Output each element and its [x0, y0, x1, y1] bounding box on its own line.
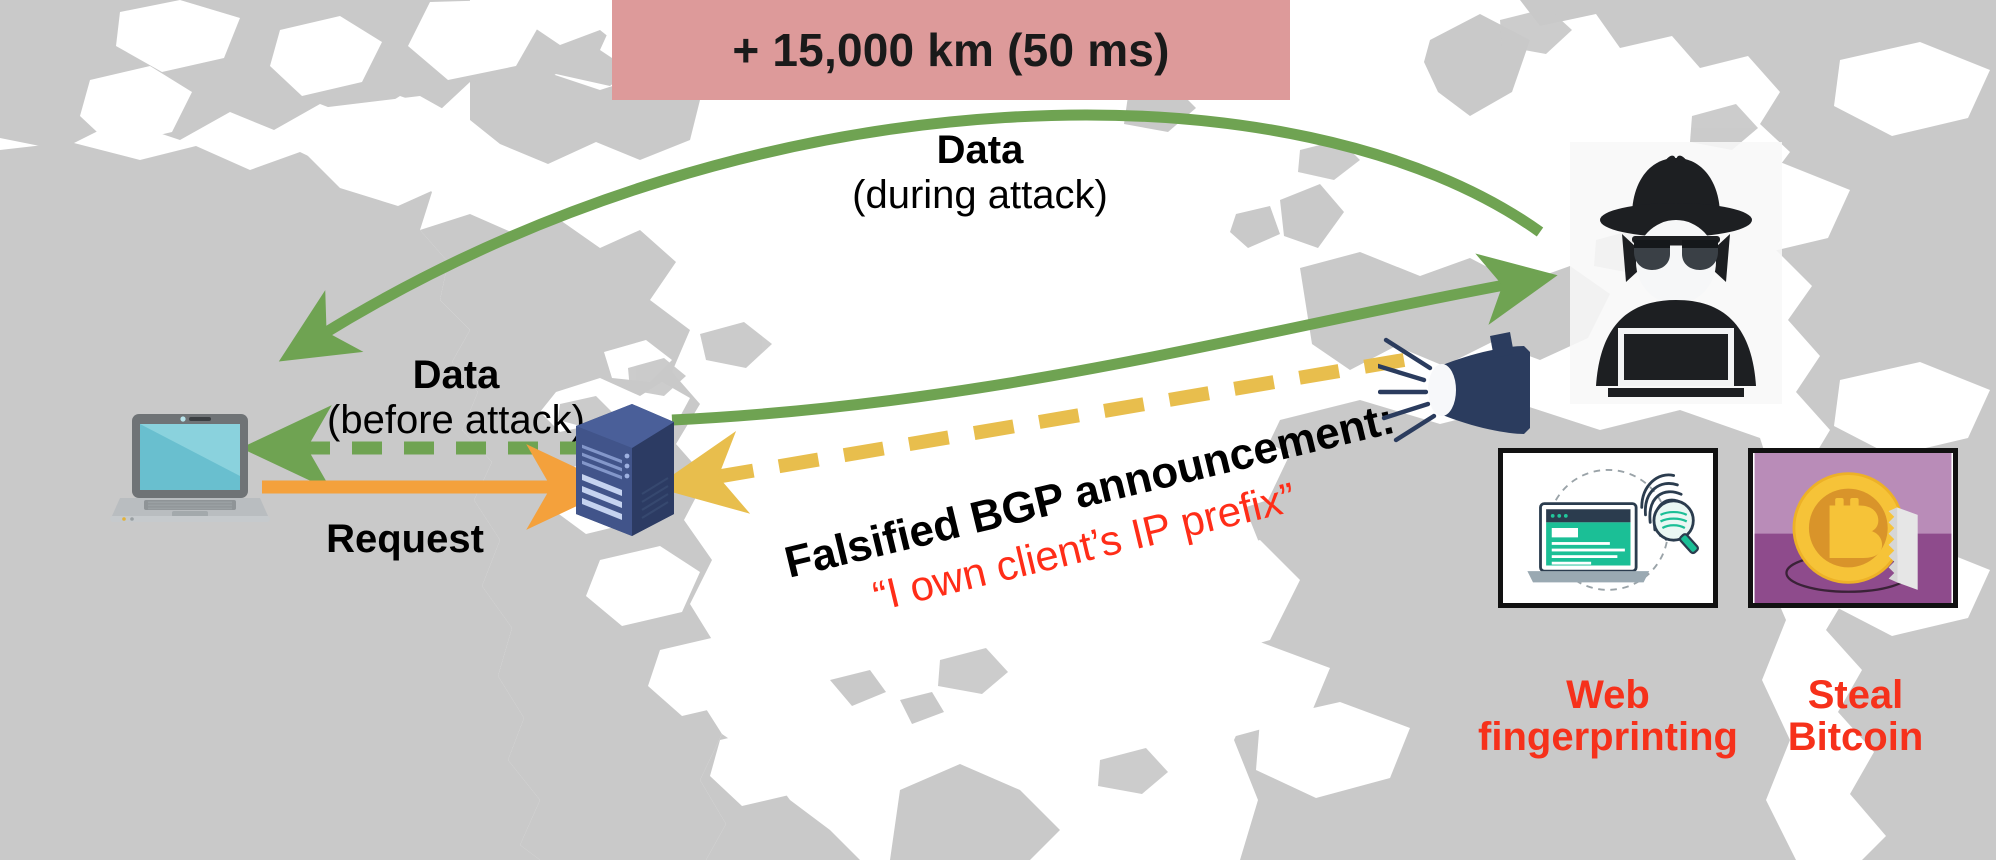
megaphone-icon — [1378, 332, 1530, 443]
caption-web-fingerprinting-text: Web fingerprinting — [1478, 673, 1738, 759]
label-data-during-attack-sub: (during attack) — [852, 172, 1108, 217]
megaphone — [1378, 330, 1538, 460]
flow-falsified-bgp-announcement — [654, 353, 1406, 514]
latency-banner: + 15,000 km (50 ms) — [612, 0, 1290, 100]
label-data-during-attack: Data (during attack) — [830, 128, 1130, 218]
thumb-steal-bitcoin — [1748, 448, 1958, 608]
thumb-web-fingerprinting — [1498, 448, 1718, 608]
laptop-icon — [110, 414, 270, 522]
hacker-icon — [1596, 155, 1756, 397]
caption-web-fingerprinting: Web fingerprinting — [1478, 632, 1738, 758]
bitcoin-icon — [1754, 453, 1952, 603]
server-rack — [570, 400, 680, 540]
flow-data-during-attack-return — [278, 109, 1544, 362]
label-data-before-attack: Data (before attack) — [306, 353, 606, 443]
label-request: Request — [280, 517, 530, 562]
label-data-during-attack-main: Data — [936, 128, 1024, 172]
label-data-before-attack-sub: (before attack) — [327, 397, 585, 442]
label-data-before-attack-main: Data — [412, 353, 500, 397]
flow-data-during-attack-outbound — [671, 253, 1558, 426]
caption-steal-bitcoin-text: Steal Bitcoin — [1787, 673, 1924, 759]
server-icon — [576, 404, 674, 536]
attacker-hacker — [1570, 142, 1782, 404]
latency-banner-text: + 15,000 km (50 ms) — [732, 24, 1170, 76]
label-request-text: Request — [326, 517, 484, 561]
web-fingerprinting-icon — [1504, 453, 1712, 603]
caption-steal-bitcoin: Steal Bitcoin — [1748, 632, 1963, 758]
client-laptop — [110, 410, 270, 525]
